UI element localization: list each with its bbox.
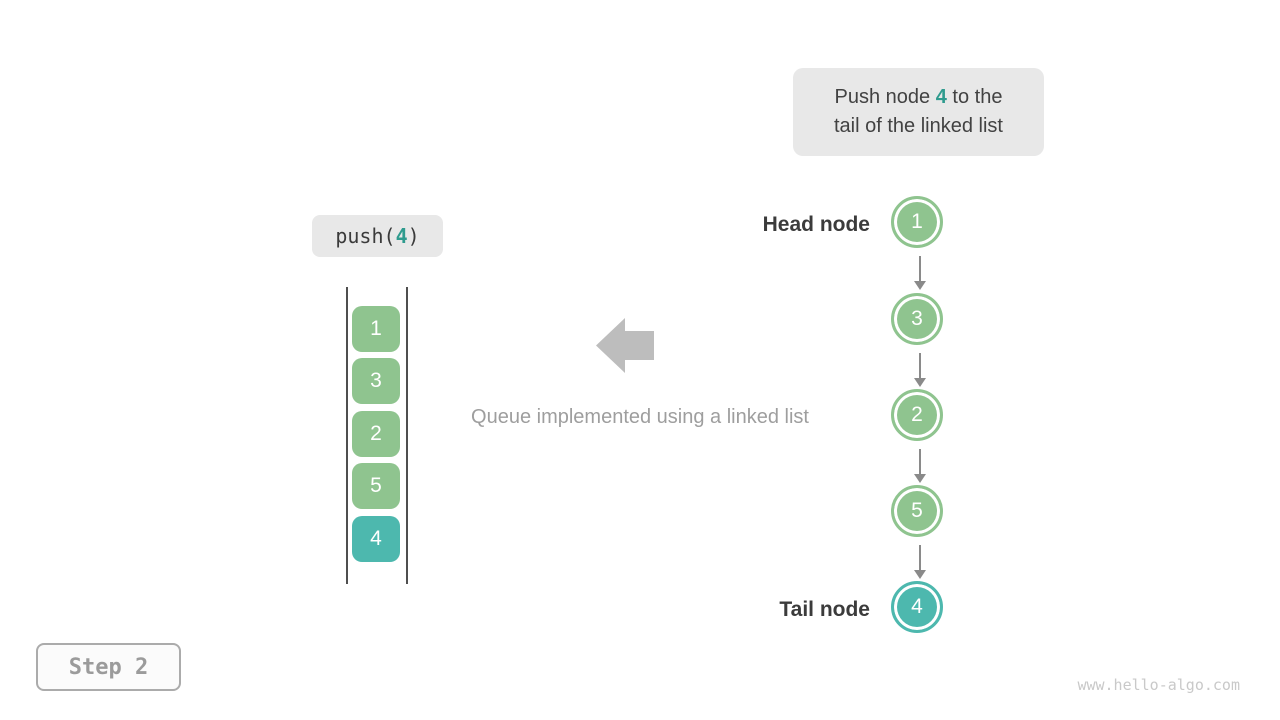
linked-list-node: 1 [891,196,943,248]
arrow-down-icon [914,545,926,579]
linked-list-node: 2 [891,389,943,441]
connector-arrowhead [914,378,926,387]
watermark-url: www.hello-algo.com [1077,676,1240,694]
queue-item: 5 [352,463,400,509]
connector-line [918,449,922,475]
push-label-arg: 4 [395,224,408,248]
callout-line-2: tail of the linked list [834,115,1003,137]
head-node-label: Head node [762,213,870,236]
queue-item-highlighted: 4 [352,516,400,562]
tail-node-label: Tail node [779,598,870,621]
queue-item: 3 [352,358,400,404]
queue-container-right-wall [406,287,408,584]
arrow-down-icon [914,256,926,290]
connector-arrowhead [914,474,926,483]
callout-line-1: Push node 4 to the [835,83,1003,112]
linked-list-node: 3 [891,293,943,345]
push-label-text: ) [407,224,420,248]
queue-container-left-wall [346,287,348,584]
queue-item: 1 [352,306,400,352]
left-arrow-icon [596,318,654,373]
step-badge: Step 2 [36,643,181,691]
callout-text: Push node [834,86,936,108]
connector-line [918,353,922,379]
arrow-down-icon [914,353,926,387]
push-label-text: push( [335,224,396,248]
queue-item: 2 [352,411,400,457]
connector-line [918,545,922,571]
connector-arrowhead [914,281,926,290]
callout-text: to the [946,86,1003,108]
arrow-down-icon [914,449,926,483]
connector-line [918,256,922,282]
push-operation-label: push(4) [312,215,443,257]
callout-bubble: Push node 4 to the tail of the linked li… [793,68,1044,156]
diagram-caption: Queue implemented using a linked list [471,406,809,428]
callout-highlight-value: 4 [935,86,947,108]
connector-arrowhead [914,570,926,579]
linked-list-node-highlighted: 4 [891,581,943,633]
linked-list-node: 5 [891,485,943,537]
